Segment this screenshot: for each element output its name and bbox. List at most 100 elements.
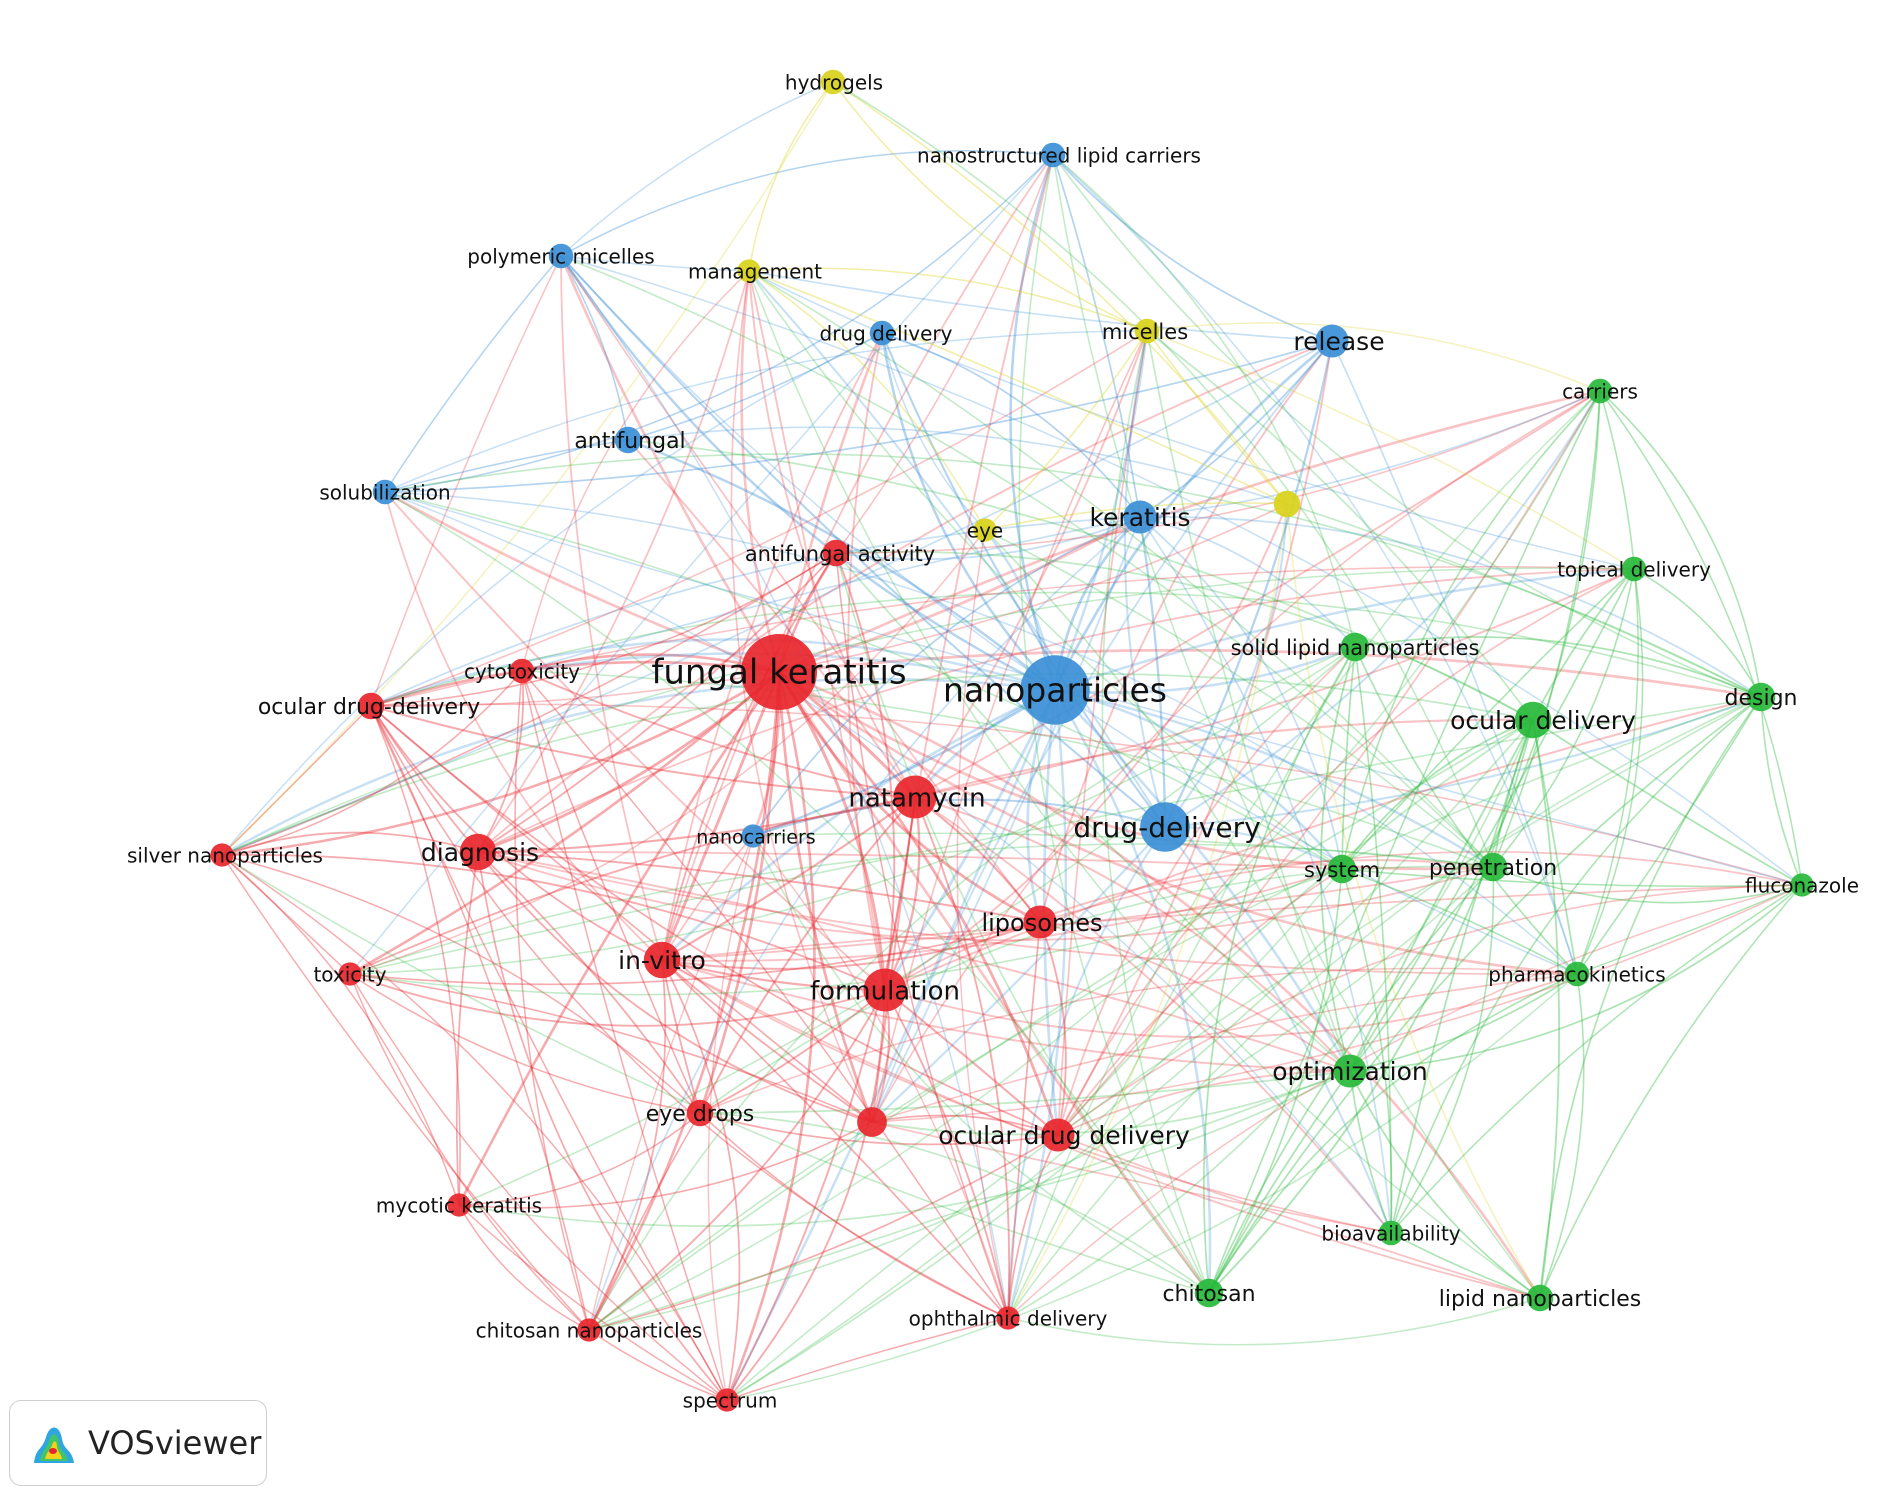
edge — [661, 868, 1343, 962]
edge — [1341, 868, 1803, 888]
edge — [370, 591, 1762, 707]
node-micelles[interactable] — [1134, 318, 1160, 344]
edge — [477, 270, 750, 853]
node-eye-drops[interactable] — [686, 1099, 714, 1127]
edge — [661, 959, 741, 1401]
node-antifungal[interactable] — [614, 426, 642, 454]
edge — [1331, 340, 1578, 975]
node-formulation[interactable] — [863, 968, 907, 1012]
node-toxicity[interactable] — [338, 962, 362, 986]
edge — [1576, 568, 1644, 975]
edge — [221, 854, 728, 1401]
edge — [914, 796, 1011, 1319]
edge — [1208, 390, 1601, 1294]
edge — [956, 529, 1009, 1319]
node-solubilization[interactable] — [372, 479, 398, 505]
node-polymeric-micelles[interactable] — [548, 243, 574, 269]
node-silver-nanoparticles[interactable] — [210, 843, 234, 867]
node-spectrum[interactable] — [715, 1388, 739, 1412]
label-hydrogels: hydrogels — [785, 71, 883, 95]
edge — [914, 796, 1392, 1234]
node-ocular-delivery[interactable] — [1514, 701, 1552, 739]
label-spectrum: spectrum — [683, 1389, 778, 1413]
node-cytotoxicity[interactable] — [509, 658, 535, 684]
node-bioavailability[interactable] — [1378, 1220, 1404, 1246]
edge — [699, 865, 1494, 1114]
edge — [1164, 503, 1289, 828]
node-ocular-drug-delivery[interactable] — [1041, 1118, 1075, 1152]
edge — [1057, 646, 1356, 1136]
edge — [726, 973, 1578, 1401]
label-natamycin: natamycin — [848, 784, 985, 814]
node-release[interactable] — [1315, 324, 1349, 358]
edge — [871, 1070, 1351, 1136]
node-nanocarriers[interactable] — [741, 824, 765, 848]
node-antifungal-activity[interactable] — [822, 539, 850, 567]
node-liposomes[interactable] — [1023, 905, 1057, 939]
node-keratitis[interactable] — [1123, 500, 1157, 534]
node-lipid-nanoparticles[interactable] — [1526, 1284, 1554, 1312]
edge — [1039, 921, 1351, 1072]
edge — [748, 270, 1333, 342]
node-fungal-keratitis[interactable] — [741, 634, 817, 710]
edge — [699, 1112, 1210, 1294]
node-chitosan-nanoparticles[interactable] — [577, 1318, 601, 1342]
node-natamycin[interactable] — [893, 775, 937, 819]
node-in-vitro[interactable] — [643, 941, 681, 979]
edge — [588, 719, 1534, 1331]
node-chitosan[interactable] — [1194, 1278, 1224, 1308]
node-carriers[interactable] — [1587, 378, 1613, 404]
label-lipid-nanoparticles: lipid nanoparticles — [1439, 1287, 1642, 1312]
edge — [560, 255, 1803, 886]
node-hydrogels[interactable] — [820, 69, 846, 95]
edge — [1539, 884, 1803, 1299]
label-bioavailability: bioavailability — [1321, 1222, 1460, 1246]
edge — [726, 696, 1762, 1401]
edge — [1007, 696, 1762, 1319]
edge — [1208, 973, 1578, 1294]
node-management[interactable] — [737, 259, 761, 283]
node-mycotic-keratitis[interactable] — [447, 1193, 471, 1217]
edge — [1139, 516, 1356, 648]
edge — [699, 1070, 1351, 1114]
edge — [1354, 636, 1762, 698]
node-topical-delivery[interactable] — [1621, 556, 1647, 582]
edge — [1539, 973, 1585, 1299]
edge — [349, 671, 780, 976]
node-solid-lipid-nanoparticles[interactable] — [1340, 632, 1370, 662]
node-design[interactable] — [1746, 682, 1776, 712]
node-optimization[interactable] — [1333, 1054, 1367, 1088]
node-ophthalmic-delivery[interactable] — [996, 1306, 1020, 1330]
edge — [477, 851, 1041, 923]
edge — [1390, 884, 1803, 1234]
edge — [1009, 154, 1057, 691]
node-system[interactable] — [1327, 854, 1357, 884]
node-ocular-drug-delivery[interactable] — [357, 692, 385, 720]
node-unlabeled-red[interactable] — [857, 1107, 887, 1137]
node-nanostructured-lipid-carriers[interactable] — [1040, 142, 1066, 168]
edge — [221, 854, 460, 1206]
node-drug-delivery[interactable] — [1140, 802, 1190, 852]
edge — [1054, 567, 1635, 692]
node-drug-delivery[interactable] — [869, 320, 895, 346]
edge — [349, 973, 728, 1401]
edge — [221, 677, 1056, 857]
node-eye[interactable] — [973, 518, 997, 542]
edge — [370, 705, 916, 798]
node-nanoparticles[interactable] — [1020, 655, 1090, 725]
node-pharmacokinetics[interactable] — [1564, 961, 1590, 987]
edge — [1532, 719, 1560, 1299]
node-unlabeled-yellow[interactable] — [1273, 490, 1301, 518]
node-fluconazole[interactable] — [1790, 873, 1814, 897]
edge — [1208, 868, 1343, 1294]
edge — [1057, 568, 1635, 1136]
edge — [661, 958, 886, 992]
edge — [661, 552, 837, 961]
node-diagnosis[interactable] — [459, 833, 497, 871]
edge — [477, 795, 916, 854]
node-penetration[interactable] — [1478, 852, 1508, 882]
edge — [221, 332, 883, 856]
edge — [349, 154, 1054, 975]
edge — [778, 648, 1762, 699]
